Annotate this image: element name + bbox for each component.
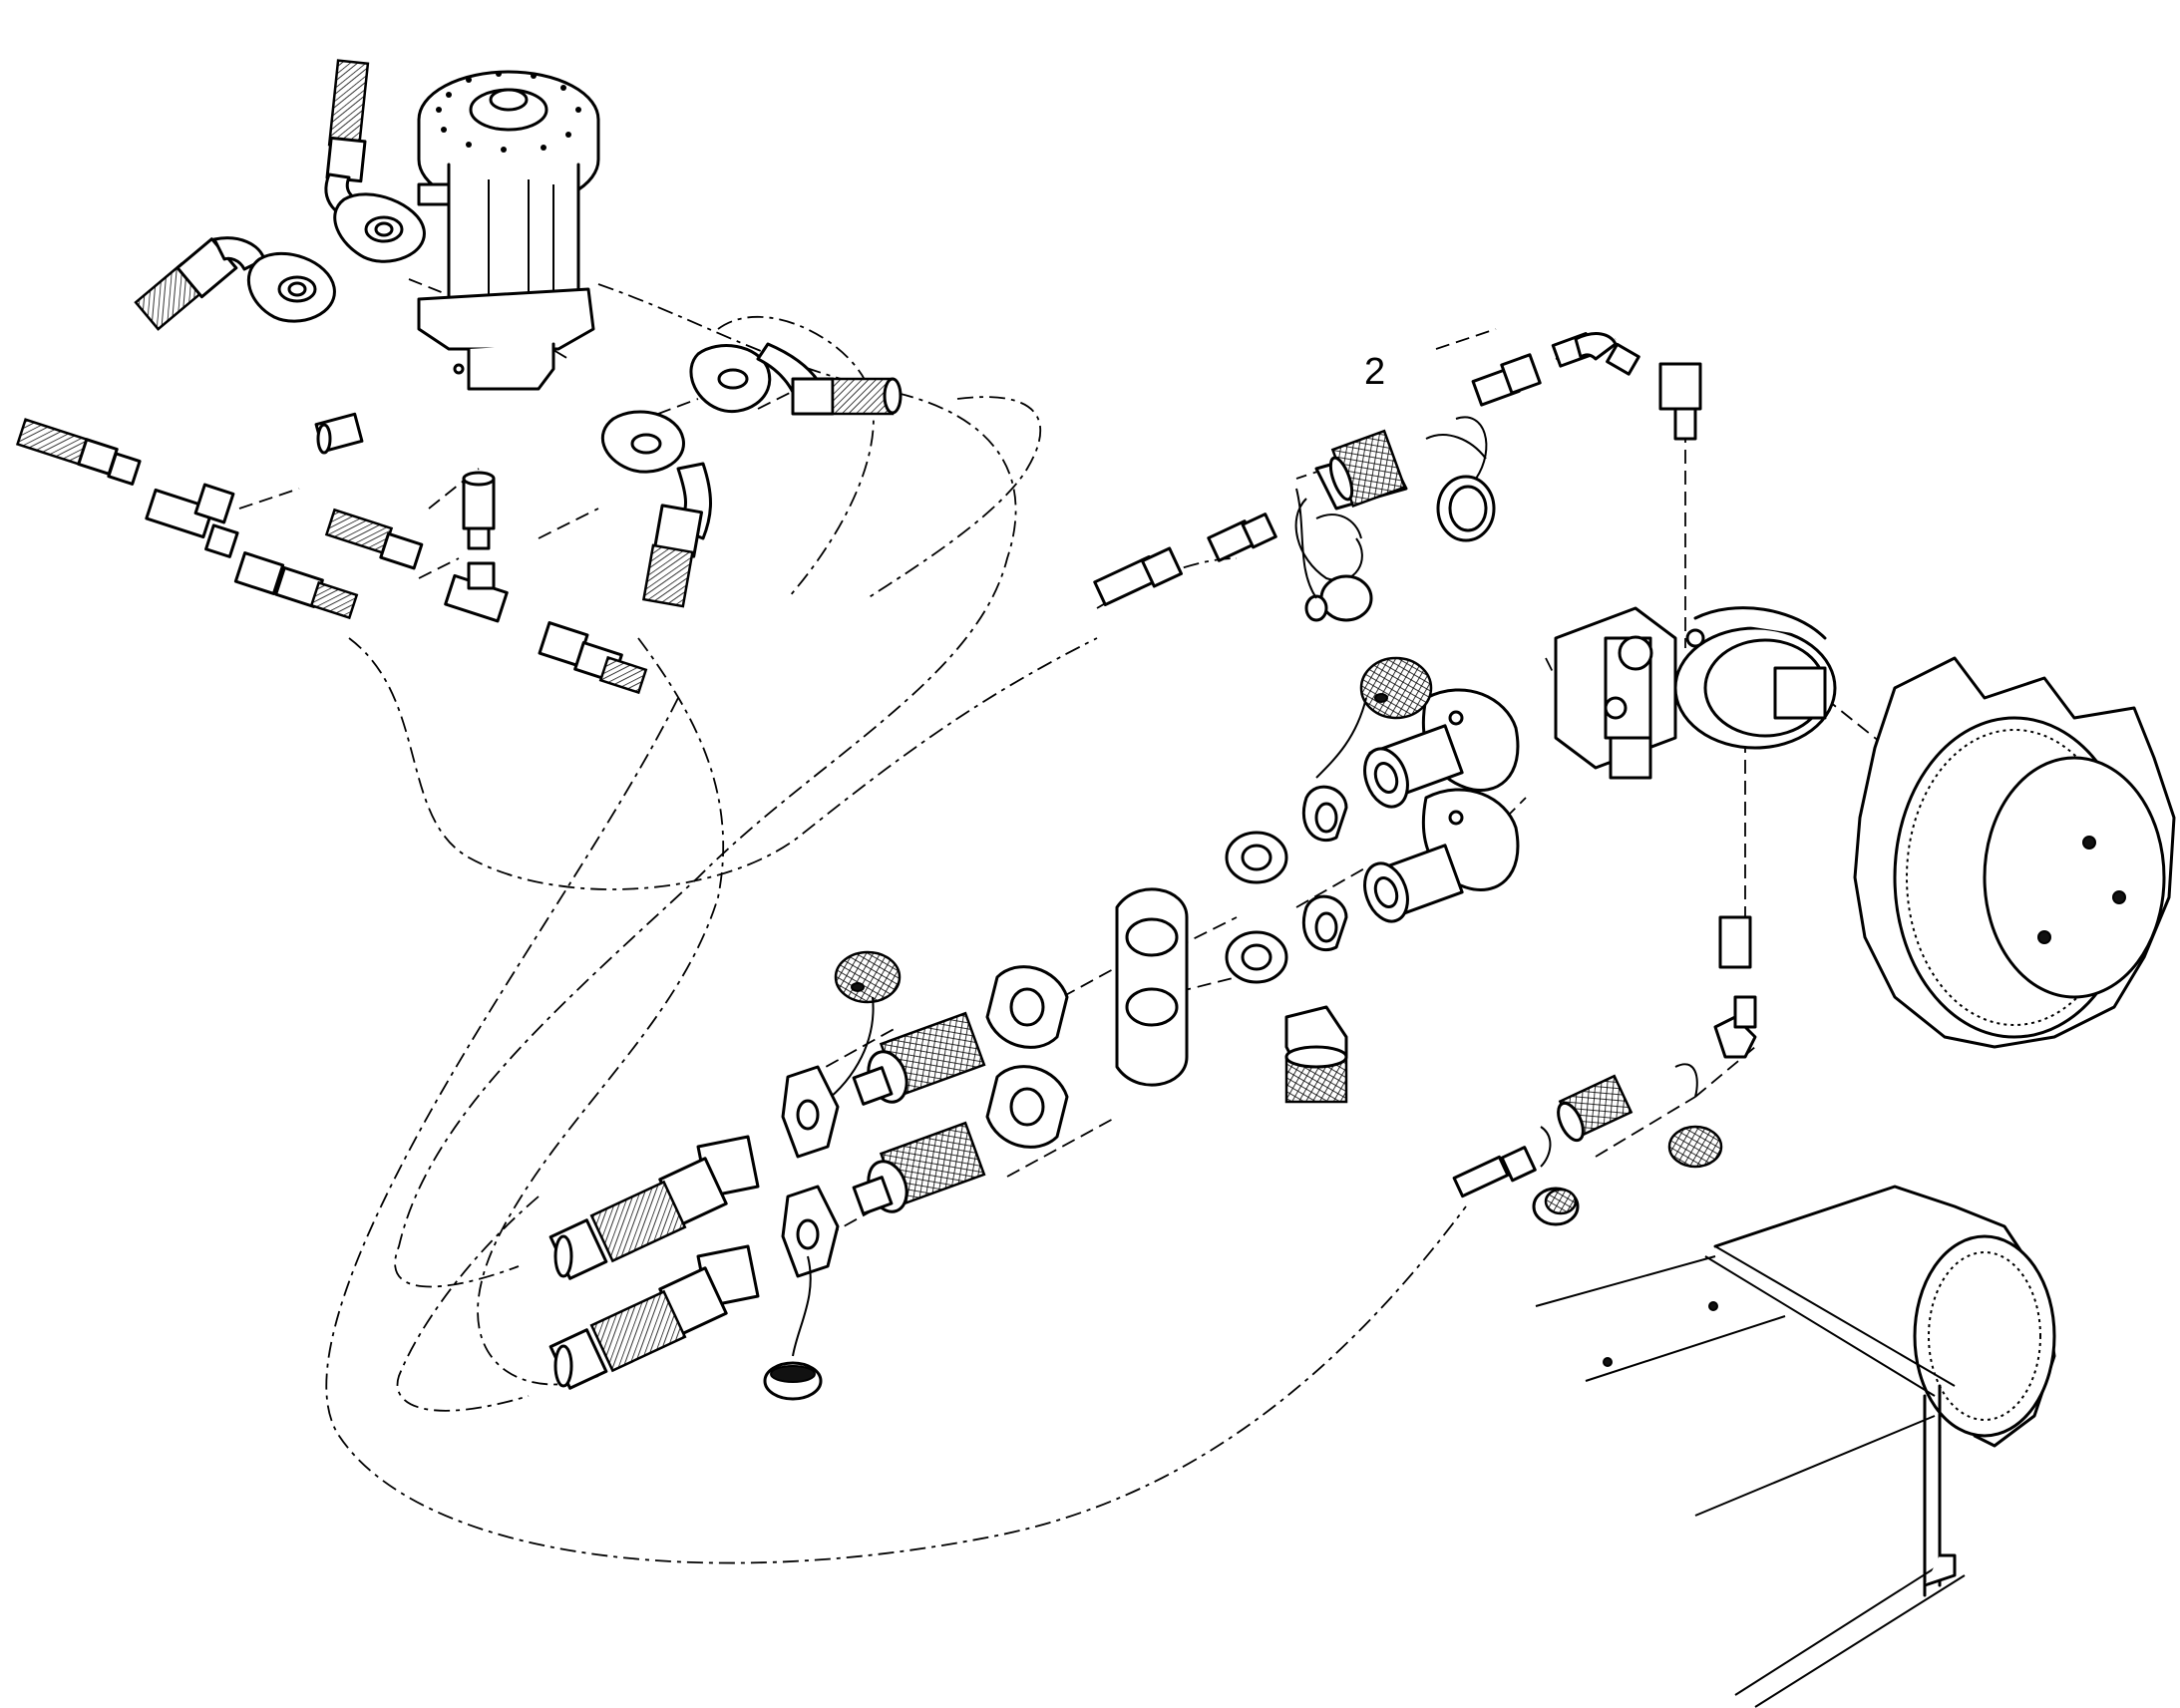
left-hose-fittings [15,412,648,695]
upper-right-couplings [1093,332,1702,622]
callout-2-label: 2 [1364,351,1385,393]
routing-lines [238,278,1901,1564]
lower-left-hoses [548,1135,760,1390]
motor-right-hose [641,342,903,608]
lower-left-couplings [763,950,1069,1401]
upper-flanges [246,192,772,474]
sprocket-wheel [1853,656,2176,1049]
frame-and-roller [1535,1185,2056,1708]
drive-motor [1554,606,1837,969]
valve-motor-assembly [417,70,600,391]
upper-left-hoses [134,59,373,331]
lower-right-coupling [1452,995,1757,1226]
mid-fittings [1115,656,1520,1104]
